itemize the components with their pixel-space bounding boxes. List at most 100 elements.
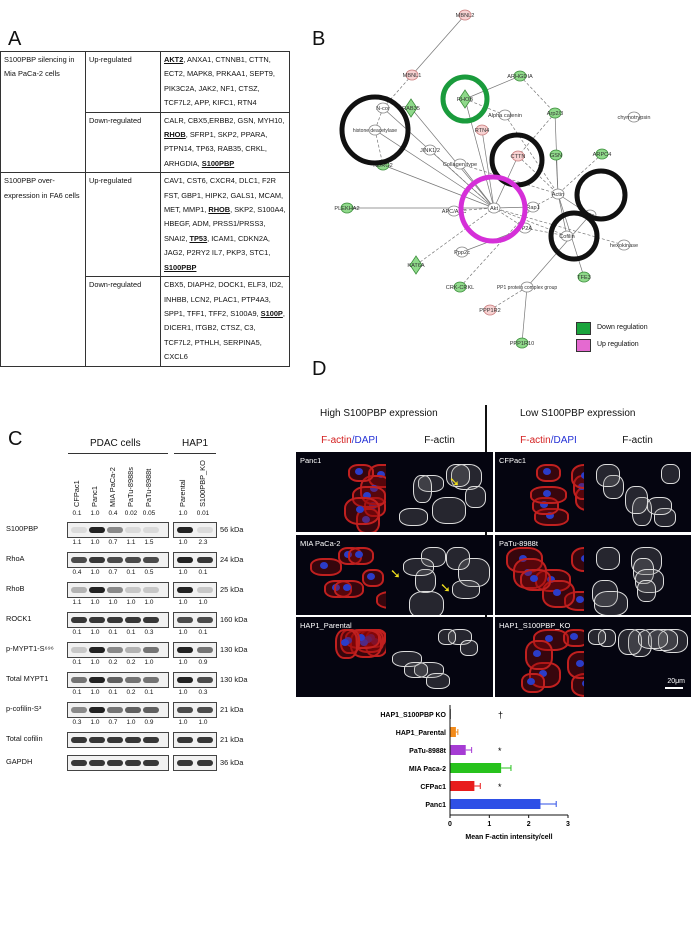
micrograph-tile — [584, 535, 691, 615]
blot-row-label: S100PBP — [6, 524, 39, 533]
cell-line-label: CFPac1 — [499, 456, 527, 465]
blot-band — [125, 587, 141, 593]
quant-value: 1.0 — [178, 539, 188, 546]
blot-row-label: RhoA — [6, 554, 25, 563]
network-node: CRK-CRKL — [446, 281, 474, 293]
factin-word: F-actin — [520, 435, 551, 446]
blot-band — [107, 707, 123, 713]
blot-band — [197, 587, 213, 593]
network-edge — [481, 129, 495, 209]
nucleus — [527, 678, 535, 685]
network-edge — [555, 154, 559, 195]
genes-cell: AKT2, ANXA1, CTNNB1, CTTN, ECT2, MAPK8, … — [160, 51, 290, 113]
blot-band — [177, 737, 193, 743]
quant-value: 1.0 — [90, 569, 100, 576]
blot-band — [107, 527, 123, 533]
quant-value: 0.1 — [198, 629, 208, 636]
bar-category-label: MIA Paca-2 — [409, 766, 446, 773]
blot-row-label: ROCK1 — [6, 614, 32, 623]
quant-value: 1.0 — [90, 629, 100, 636]
gene-list-text: , ANXA1, CTNNB1, CTTN, ECT2, MAPK8, PRKA… — [164, 55, 275, 108]
blot-band — [71, 647, 87, 653]
panel-c-letter: C — [8, 428, 23, 450]
blot-band — [197, 737, 213, 743]
scale-bar-label: 20μm — [667, 678, 685, 685]
col-header-factin-high: F-actin — [424, 435, 455, 446]
network-node: MBNL1 — [403, 69, 422, 81]
blot-band — [177, 617, 193, 623]
cell-line-label: PaTu-8988t — [499, 539, 538, 548]
cell-shape — [403, 558, 434, 576]
network-node-label: PPP1R10 — [510, 341, 535, 347]
lane-label: MIA PaCa-2 — [108, 467, 117, 507]
quant-value: 1.0 — [90, 510, 100, 517]
network-node-label: MBNL1 — [403, 73, 422, 79]
significance-mark: * — [498, 746, 502, 756]
quant-value: 1.0 — [178, 629, 188, 636]
cell-line-label: Panc1 — [300, 456, 322, 465]
cell-line-label: MIA PaCa-2 — [300, 539, 341, 548]
blot-band — [89, 647, 105, 653]
blot-band — [143, 557, 159, 563]
legend-up-swatch — [576, 339, 591, 352]
high-expression-title: High S100PBP expression — [320, 408, 438, 419]
condition-cell: S100PBP over-expression in FA6 cells — [0, 172, 86, 367]
blot-row-label: RhoB — [6, 584, 25, 593]
blot-strip — [67, 552, 169, 568]
network-edge — [411, 14, 466, 76]
network-node-label: TFE3 — [577, 275, 591, 281]
bar — [450, 799, 541, 809]
quant-value: 0.3 — [198, 689, 208, 696]
network-node-label: RAB35 — [402, 106, 420, 112]
blot-band — [143, 527, 159, 533]
blot-band — [107, 647, 123, 653]
network-node: Rap1 — [526, 201, 540, 213]
blot-band — [125, 527, 141, 533]
quant-value: 0.05 — [142, 510, 156, 517]
network-node-label: RTN4 — [475, 128, 490, 134]
quant-value: 0.3 — [72, 719, 82, 726]
x-tick-label: 1 — [487, 821, 491, 828]
network-node: Arp2/3 — [547, 107, 563, 119]
quant-value: 0.3 — [144, 629, 154, 636]
cell-shape — [438, 629, 456, 645]
quant-value: 1.1 — [72, 599, 82, 606]
blot-band — [143, 707, 159, 713]
cell-shape — [638, 629, 668, 649]
blot-row-label: p-cofilin-S³ — [6, 704, 42, 713]
quant-value: 0.1 — [108, 689, 118, 696]
quant-value: 0.9 — [144, 719, 154, 726]
network-node-label: JINK1/2 — [420, 148, 440, 154]
blot-band — [89, 557, 105, 563]
x-tick-label: 0 — [448, 821, 452, 828]
dapi-word: /DAPI — [550, 435, 577, 446]
network-edge — [429, 149, 495, 209]
bar-category-label: HAP1_Parental — [396, 730, 446, 737]
nucleus — [576, 660, 584, 667]
quant-value: 0.2 — [126, 659, 136, 666]
bar — [450, 727, 456, 737]
network-edge — [517, 112, 556, 157]
network-node-label: CTTN — [511, 154, 526, 160]
network-node-label: PP2A — [518, 226, 533, 232]
network-node-label: NDRG2 — [373, 163, 393, 169]
network-node: PP1 protein complex group — [497, 281, 557, 293]
blot-band — [89, 707, 105, 713]
network-edge — [493, 207, 568, 237]
quant-value: 1.0 — [198, 599, 208, 606]
network-edge — [489, 286, 528, 311]
nucleus — [367, 573, 375, 580]
network-node-label: MBNL2 — [456, 13, 475, 19]
regulation-cell: Up-regulated — [85, 172, 161, 278]
bar-category-label: CFPac1 — [420, 784, 446, 791]
cell-shape — [637, 580, 656, 602]
col-header-factin-dapi-high: F-actin/DAPI — [296, 435, 403, 446]
genes-cell: CAV1, CST6, CXCR4, DLC1, F2R FST, GBP1, … — [160, 172, 290, 278]
cell-shape — [596, 464, 620, 487]
network-node-label: N-cor — [376, 106, 390, 112]
highlight-circle-actin — [574, 168, 628, 222]
nucleus — [542, 490, 551, 497]
quant-value: 1.0 — [178, 659, 188, 666]
